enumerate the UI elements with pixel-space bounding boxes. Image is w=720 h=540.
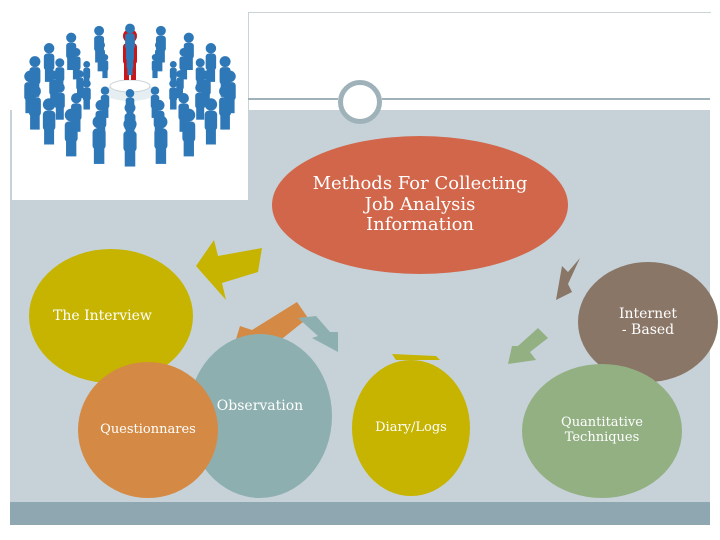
crowd-figure xyxy=(155,25,166,63)
crowd-figure xyxy=(125,23,135,60)
center-title: Methods For Collecting Job Analysis Info… xyxy=(312,172,528,236)
arrow-to-internet xyxy=(556,258,580,300)
arrow-to-diary xyxy=(392,354,440,360)
node-quant-label: Quantitative Techniques xyxy=(561,415,643,445)
crowd-figure xyxy=(123,117,137,167)
crowd-figure xyxy=(169,60,177,87)
node-center-methods: Methods For Collecting Job Analysis Info… xyxy=(272,136,568,274)
crowd-figure xyxy=(29,56,41,97)
crowd-figure xyxy=(219,56,231,97)
node-questionnaires-label: Questionnares xyxy=(100,421,196,437)
slide-top-area xyxy=(248,12,711,111)
crowd-figure xyxy=(83,60,91,87)
slide-footer-bar xyxy=(10,502,710,525)
node-interview-label: The Interview xyxy=(53,307,152,324)
node-diary-label: Diary/Logs xyxy=(375,419,447,435)
node-diary-logs: Diary/Logs xyxy=(352,360,470,496)
crowd-figure xyxy=(66,32,77,71)
node-quantitative-techniques: Quantitative Techniques xyxy=(522,364,682,498)
crowd-figure xyxy=(204,98,218,145)
node-questionnaires: Questionnares xyxy=(78,362,218,498)
arrow-to-observation-small xyxy=(298,316,338,352)
crowd-figure xyxy=(205,43,217,82)
crowd-figure xyxy=(183,32,194,71)
people-circle-leader-icon xyxy=(12,12,248,200)
crowd-figure xyxy=(94,25,105,63)
crowd-figure xyxy=(182,108,196,157)
crowd-figure xyxy=(92,115,106,164)
arrow-to-interview xyxy=(196,240,262,300)
crowd-figure xyxy=(42,98,56,145)
crowd-figure xyxy=(55,58,65,92)
crowd-figure xyxy=(195,58,205,92)
node-interview: The Interview xyxy=(29,249,193,383)
crowd-figure xyxy=(43,43,55,82)
crowd-figure xyxy=(64,108,78,157)
decorative-ring xyxy=(338,80,382,124)
node-internet-based: Internet - Based xyxy=(578,262,718,382)
crowd-figure xyxy=(154,115,168,164)
node-internet-label: Internet - Based xyxy=(618,305,678,338)
divider-line-left xyxy=(248,98,338,100)
arrow-to-quant xyxy=(508,328,548,364)
node-observation-label: Observation xyxy=(216,398,304,414)
divider-line-right xyxy=(382,98,710,100)
